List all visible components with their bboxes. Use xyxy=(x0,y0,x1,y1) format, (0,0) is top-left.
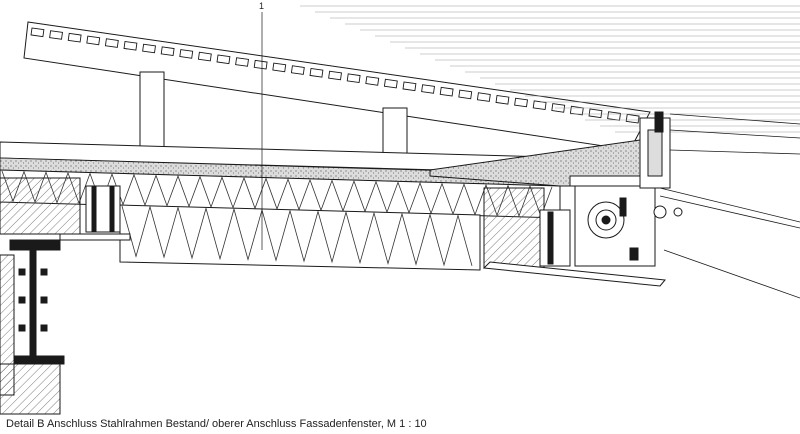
roof-tile xyxy=(290,65,305,75)
roof-tile xyxy=(495,94,510,105)
roof-tile xyxy=(49,30,63,40)
facade-window-lines xyxy=(659,113,800,299)
glass-lines xyxy=(300,5,800,133)
bolt xyxy=(40,268,48,276)
window-frame xyxy=(569,111,683,267)
roof-tile xyxy=(514,97,528,108)
roof-tile xyxy=(86,35,101,46)
roof-tile xyxy=(607,111,621,121)
bolt xyxy=(18,324,26,332)
bolt xyxy=(18,296,26,304)
roof-tile xyxy=(402,81,417,92)
bolt xyxy=(18,268,26,276)
roof-tile xyxy=(235,57,249,67)
roof-tile xyxy=(569,105,584,116)
roof-tile xyxy=(625,113,640,124)
steel-column xyxy=(0,239,65,415)
section-axis: 1 xyxy=(259,1,264,250)
roof-tile xyxy=(104,38,119,48)
roof-panel xyxy=(23,21,651,151)
roof-tile xyxy=(123,40,138,51)
bolt-group xyxy=(18,268,48,332)
roof-tile xyxy=(272,62,287,73)
roof-tile xyxy=(383,78,398,89)
roof-tile xyxy=(309,67,324,78)
roof-tile xyxy=(458,89,473,100)
roof-tile xyxy=(365,76,380,86)
roof-tile xyxy=(197,51,212,62)
roof-tile xyxy=(179,49,194,59)
roof-tile xyxy=(328,70,342,81)
roof-tile xyxy=(588,108,603,119)
roof-tile xyxy=(421,84,435,94)
roof-tile xyxy=(30,27,45,38)
bolt xyxy=(40,324,48,332)
roof-tile xyxy=(160,46,175,57)
steel-beam-right xyxy=(482,187,666,287)
roof-tile xyxy=(67,32,82,43)
roof-tile xyxy=(142,43,156,54)
roof-tile xyxy=(476,92,491,102)
bolt xyxy=(40,296,48,304)
roof-tile xyxy=(439,86,454,97)
steel-frame-left xyxy=(0,177,131,241)
insulation-zigzag-lower xyxy=(121,205,473,267)
roof-tile xyxy=(216,54,231,65)
roof-tile xyxy=(346,73,361,84)
axis-label: 1 xyxy=(259,1,264,11)
drawing-caption: Detail B Anschluss Stahlrahmen Bestand/ … xyxy=(6,418,427,430)
roof-tile xyxy=(253,59,268,70)
